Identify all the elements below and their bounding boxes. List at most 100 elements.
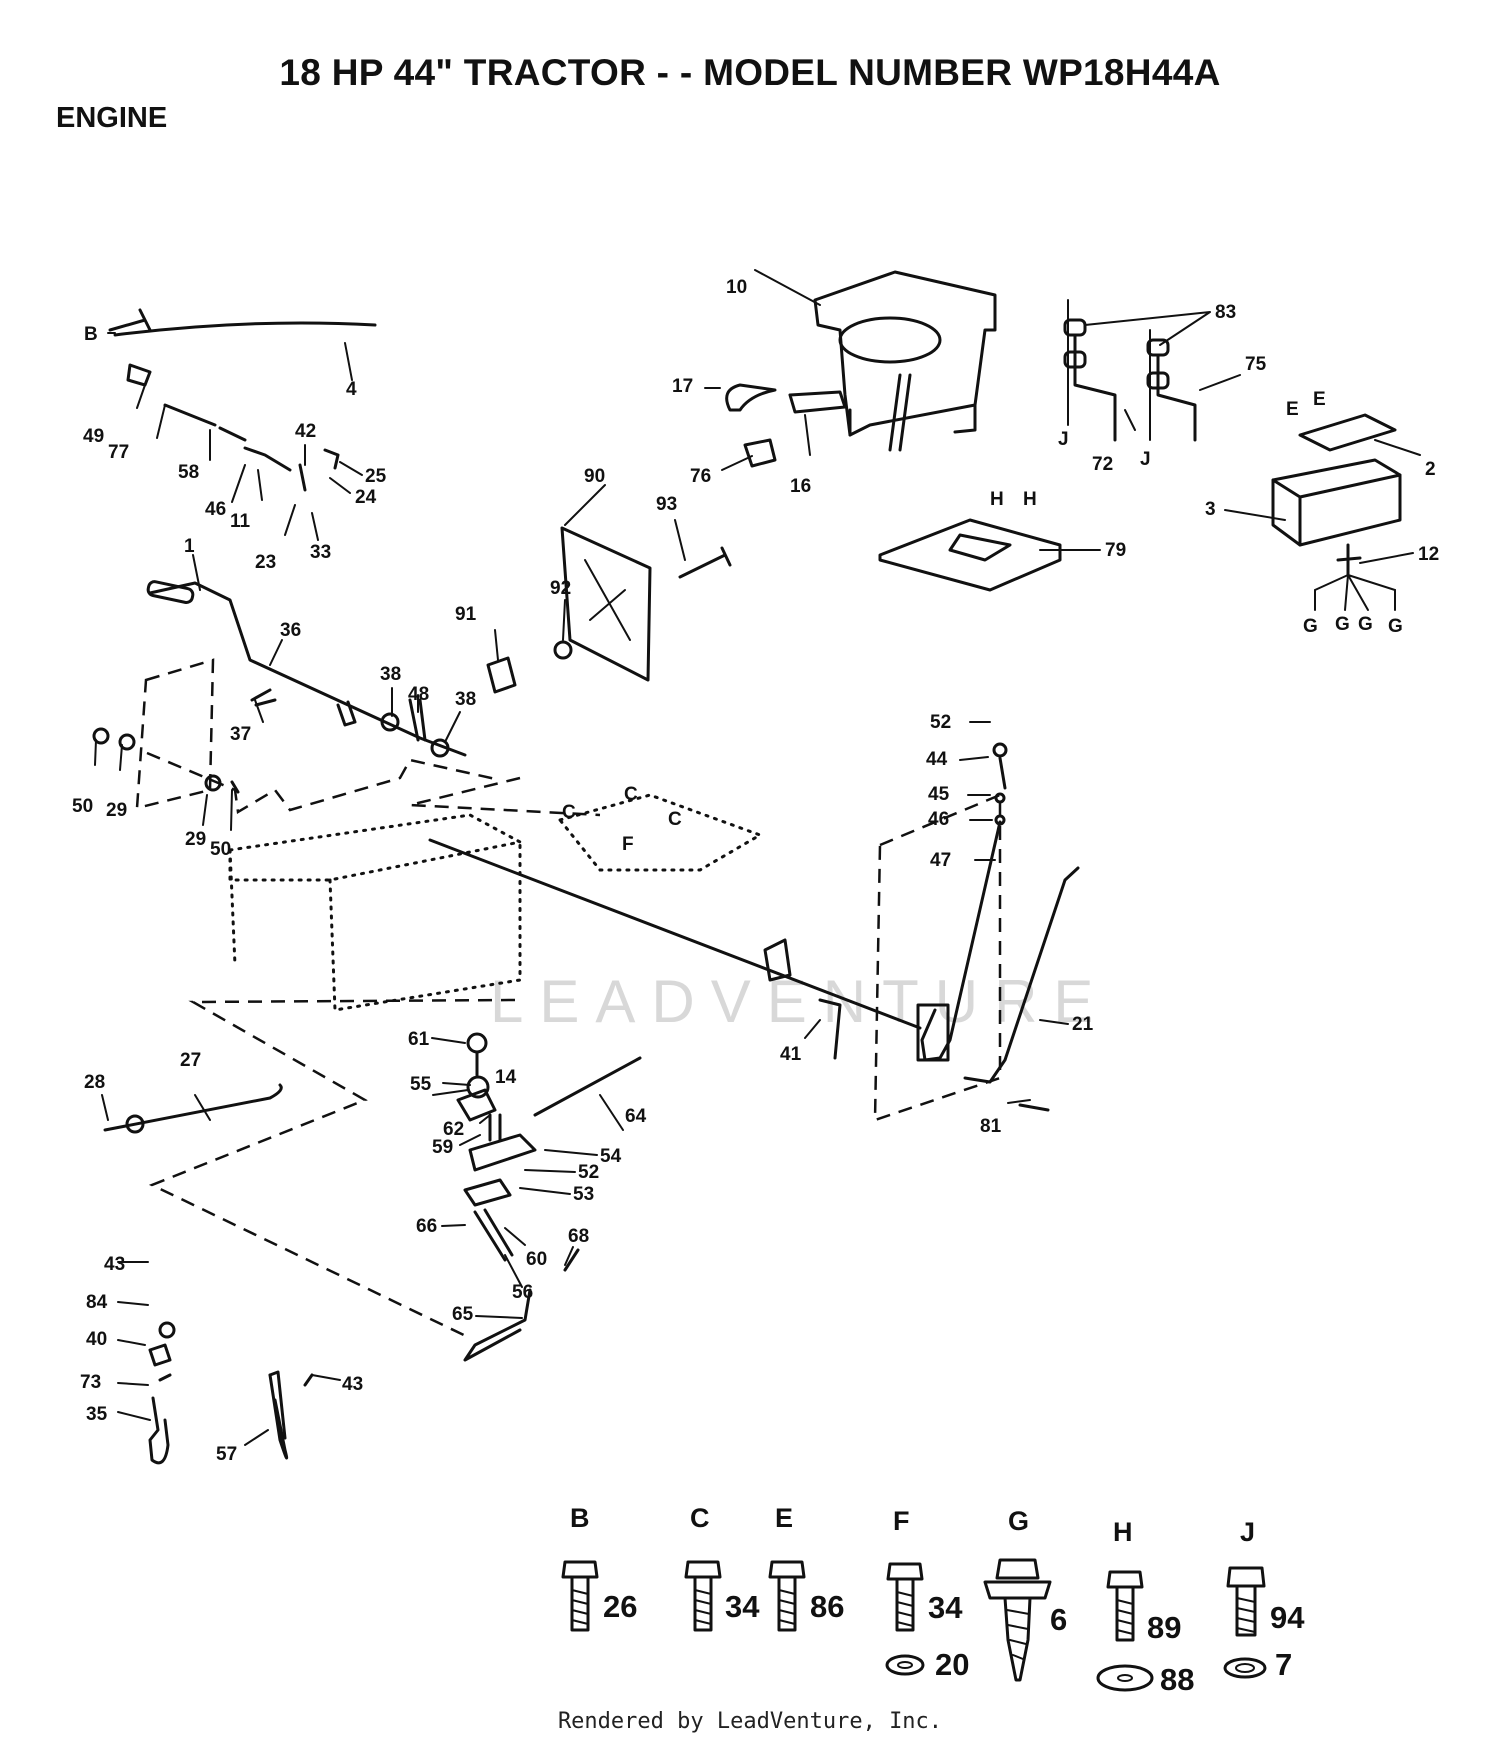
legend-part-J: 94 [1270,1600,1305,1635]
callout-72: 72 [1092,454,1113,475]
callout-2: 2 [1425,459,1436,480]
callout-21: 21 [1072,1014,1094,1035]
legend-extra-F: 20 [935,1647,969,1682]
callout-41: 41 [780,1044,802,1065]
engine-drawing [486,270,997,694]
callout-81: 81 [980,1116,1002,1137]
hardware-legend: B 26 C 34 E 86 F 34 20 [561,1503,1305,1697]
callout-25: 25 [365,466,387,487]
callout-45: 45 [928,784,950,805]
callout-52-a: 52 [930,712,951,733]
callout-57: 57 [216,1444,237,1465]
letter-key-H-1: H [990,489,1004,510]
rods-and-springs-drawing [103,1083,314,1465]
letter-key-C-3: C [668,809,682,830]
letter-key-J-1: J [1058,429,1069,450]
callout-29-b: 29 [185,829,206,850]
lift-lever-drawing [916,742,1080,1112]
callout-10: 10 [726,277,747,298]
callout-50-b: 50 [210,839,231,860]
legend-letter-B: B [570,1503,590,1533]
callout-58: 58 [178,462,199,483]
callout-1: 1 [184,536,195,557]
legend-part-C: 34 [725,1589,760,1624]
callout-76: 76 [690,466,711,487]
muffler-drawing [878,299,1402,611]
callout-4: 4 [346,379,357,400]
legend-letter-E: E [775,1503,793,1533]
legend-part-E: 86 [810,1589,844,1624]
callout-3: 3 [1205,499,1216,520]
callout-62: 62 [443,1119,464,1140]
letter-key-E-2: E [1313,389,1326,410]
callout-68: 68 [568,1226,589,1247]
legend-letter-J: J [1240,1517,1255,1547]
callout-52-b: 52 [578,1162,599,1183]
callout-60: 60 [526,1249,547,1270]
callout-17: 17 [672,376,693,397]
callout-91: 91 [455,604,477,625]
letter-key-F: F [622,834,634,855]
callout-37: 37 [230,724,251,745]
legend-letter-G: G [1008,1506,1029,1536]
callout-54: 54 [600,1146,622,1167]
legend-part-H: 89 [1147,1610,1181,1645]
callout-40: 40 [86,1329,107,1350]
callout-B-cable: B [84,324,98,345]
callout-93: 93 [656,494,677,515]
callout-65: 65 [452,1304,474,1325]
legend-letter-F: F [893,1506,910,1536]
letter-key-J-2: J [1140,449,1151,470]
letter-key-G-3: G [1358,614,1373,635]
callout-46: 46 [205,499,226,520]
callout-11: 11 [230,511,251,532]
callout-53: 53 [573,1184,594,1205]
hardware-letter-keys: C C C F E E H H J J G G G G [562,389,1403,855]
throttle-cable-drawing [108,308,377,492]
callout-38-b: 38 [455,689,476,710]
letter-key-H-2: H [1023,489,1037,510]
letter-key-G-4: G [1388,616,1403,637]
cutting-height-linkage-drawing [456,1032,642,1362]
callout-44: 44 [926,749,948,770]
letter-key-E-1: E [1286,399,1299,420]
callout-92: 92 [550,578,571,599]
callout-79: 79 [1105,540,1126,561]
letter-key-G-1: G [1303,616,1318,637]
callout-leaders [94,269,1421,1446]
callout-56: 56 [512,1282,533,1303]
callout-36: 36 [280,620,301,641]
callout-35: 35 [86,1404,108,1425]
callout-64: 64 [625,1106,647,1127]
section-heading: ENGINE [56,102,168,134]
callout-49: 49 [83,426,104,447]
callout-59: 59 [432,1137,453,1158]
callout-43-b: 43 [342,1374,363,1395]
frame-outline-drawing [135,658,1002,1340]
callout-61: 61 [408,1029,430,1050]
letter-key-G-2: G [1335,614,1350,635]
legend-letter-H: H [1113,1517,1133,1547]
diagram-title: 18 HP 44" TRACTOR - - MODEL NUMBER WP18H… [279,52,1221,93]
callout-16: 16 [790,476,811,497]
callout-46-b: 46 [928,809,949,830]
callout-75: 75 [1245,354,1267,375]
letter-key-C-1: C [562,802,576,823]
legend-part-F: 34 [928,1590,963,1625]
callout-48: 48 [408,684,429,705]
callout-12: 12 [1418,544,1439,565]
callout-24: 24 [355,487,377,508]
callout-29-a: 29 [106,800,127,821]
callout-77: 77 [108,442,129,463]
callout-42: 42 [295,421,316,442]
legend-extra-J: 7 [1275,1647,1292,1682]
callout-55: 55 [410,1074,432,1095]
letter-key-C-2: C [624,784,638,805]
callout-83: 83 [1215,302,1236,323]
callout-66: 66 [416,1216,437,1237]
legend-part-B: 26 [603,1589,637,1624]
callout-23: 23 [255,552,276,573]
callout-47: 47 [930,850,951,871]
